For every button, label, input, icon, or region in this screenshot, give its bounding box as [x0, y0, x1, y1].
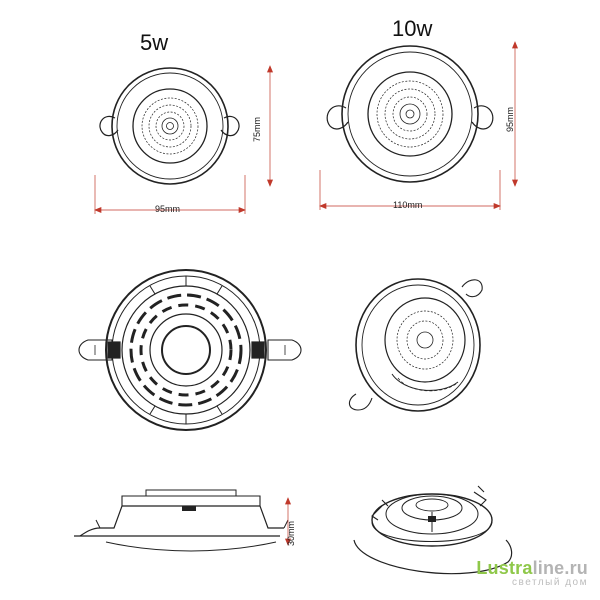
watermark-brand-prefix: Lustra	[476, 558, 533, 578]
title-10w: 10w	[392, 16, 433, 41]
front-view-10w	[326, 45, 494, 183]
side-profile-view	[74, 489, 289, 552]
left-spring-clip	[326, 105, 349, 130]
left-spring-clip	[99, 115, 119, 137]
left-connector-block	[107, 341, 121, 359]
tilted-side-view	[353, 485, 513, 575]
watermark-brand: Lustraline.ru	[476, 558, 588, 579]
dimension-label-75mm-height: 75mm	[252, 116, 262, 142]
front-view-5w	[99, 67, 240, 185]
lens-housing	[132, 88, 208, 164]
outer-ring	[111, 67, 229, 185]
left-spring-clip	[78, 339, 113, 361]
bottom-spring-clip	[348, 393, 373, 411]
top-spring-clip	[461, 279, 483, 298]
dimension-label-110mm-width: 110mm	[393, 200, 423, 210]
right-connector-block	[251, 341, 265, 359]
right-spring-clip	[220, 115, 240, 137]
dimension-label-30mm-depth: 30mm	[286, 520, 296, 546]
dimension-label-95mm-height: 95mm	[505, 106, 515, 132]
perspective-view	[348, 278, 483, 412]
back-view	[78, 269, 302, 431]
dimension-lines-10w	[319, 41, 519, 210]
outer-ring	[341, 45, 479, 183]
dimension-label-95mm-width: 95mm	[155, 204, 181, 214]
watermark-tagline: светлый дом	[512, 577, 588, 588]
lens-housing	[367, 71, 453, 157]
title-5w: 5w	[140, 30, 169, 55]
watermark: Lustraline.ru светлый дом	[476, 558, 588, 588]
center-opening	[161, 325, 211, 375]
watermark-brand-suffix: line.ru	[532, 558, 588, 578]
dimension-lines-5w	[94, 65, 274, 214]
dimension-line-30mm	[284, 497, 292, 546]
right-spring-clip	[267, 339, 302, 361]
right-spring-clip	[473, 485, 487, 507]
right-spring-clip	[471, 105, 494, 130]
